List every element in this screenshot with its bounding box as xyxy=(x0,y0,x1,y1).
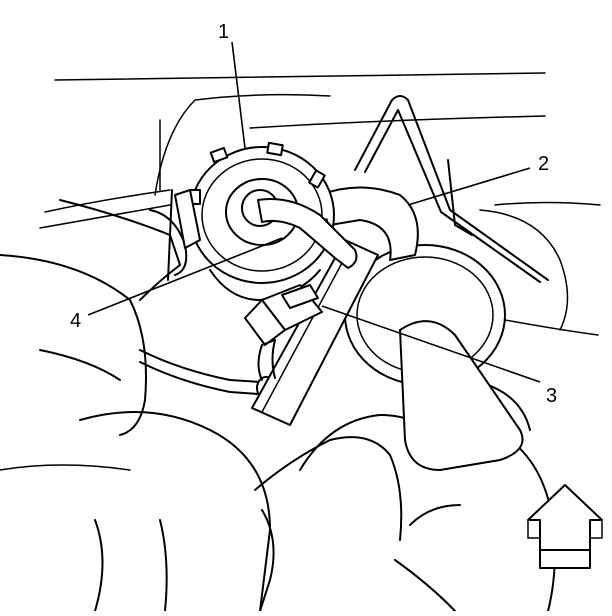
throttle-body-cylinder xyxy=(344,209,569,471)
leader-line-4 xyxy=(87,237,283,316)
vent-hose xyxy=(139,349,276,400)
air-duct-left xyxy=(0,189,271,612)
leader-line-1 xyxy=(231,41,246,149)
callout-1: 1 xyxy=(218,21,229,43)
evap-hose xyxy=(319,186,419,261)
electrical-connector xyxy=(244,284,323,381)
callout-2: 2 xyxy=(538,153,549,175)
background-panel-lines xyxy=(39,72,601,336)
callout-3: 3 xyxy=(546,385,557,407)
vacuum-tube xyxy=(354,95,549,283)
leader-line-2 xyxy=(407,167,531,206)
leader-lines xyxy=(87,41,541,383)
leader-line-3 xyxy=(321,305,541,383)
purge-hose xyxy=(257,198,358,269)
callout-4: 4 xyxy=(70,310,81,332)
front-of-vehicle-arrow-icon xyxy=(527,484,603,569)
mounting-bracket xyxy=(251,239,379,426)
